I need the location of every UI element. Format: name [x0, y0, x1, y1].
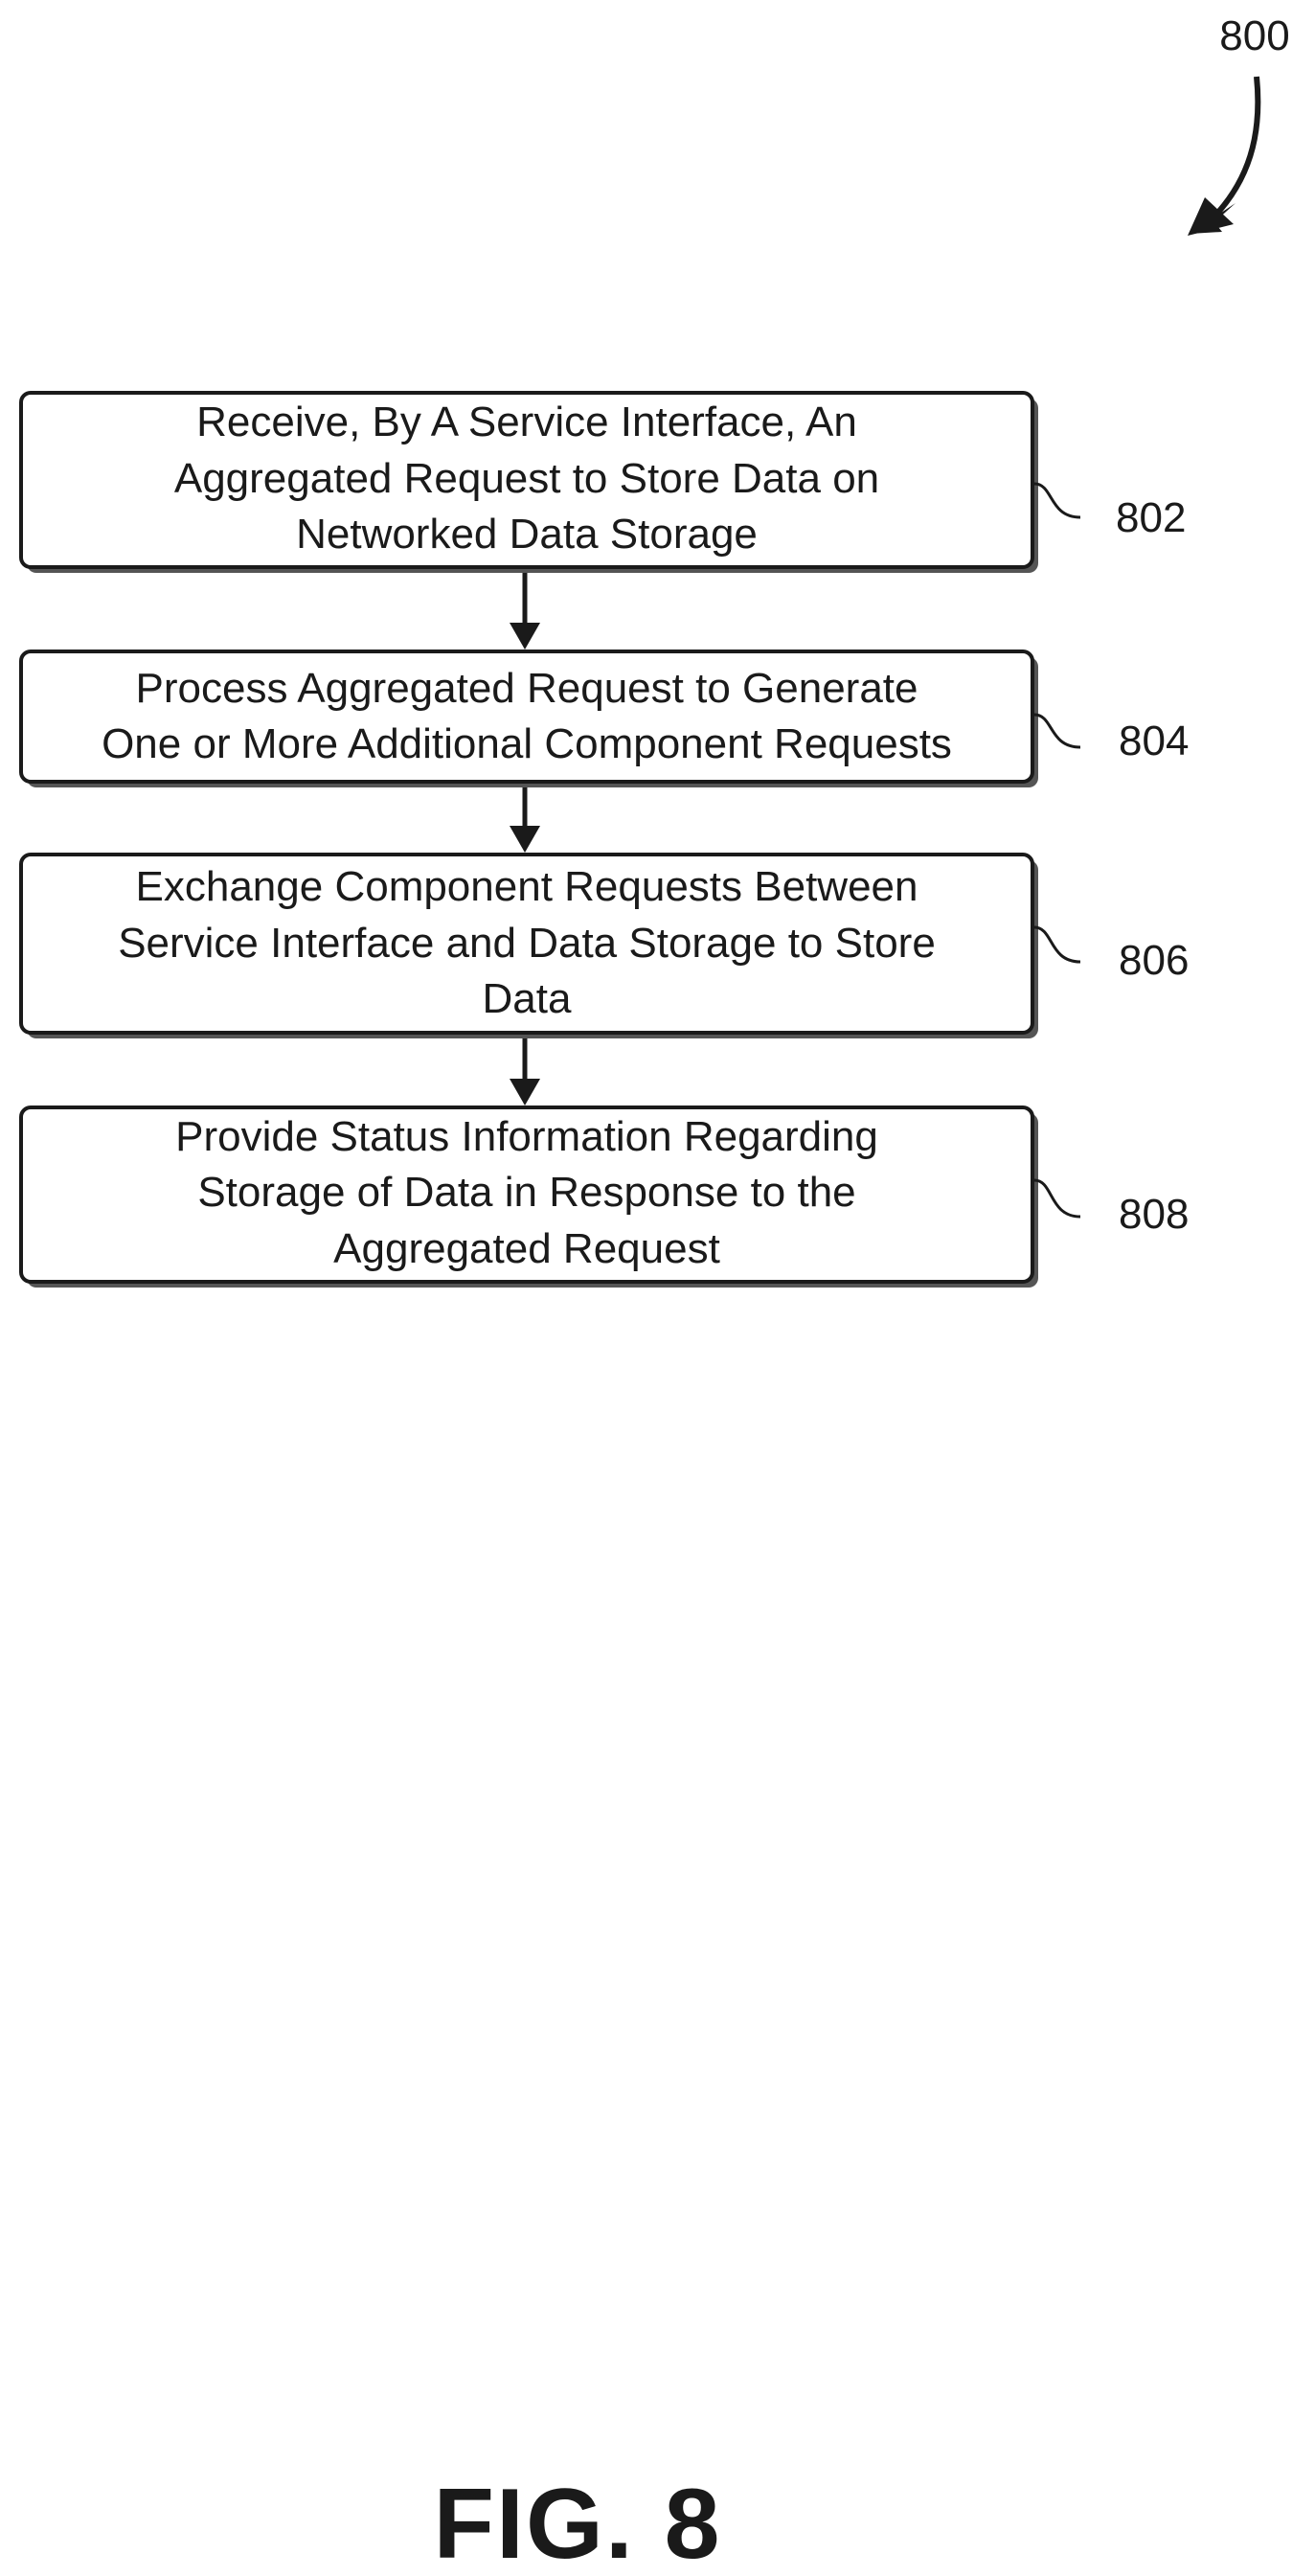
step-text-line: One or More Additional Component Request… [102, 720, 952, 767]
step-ref-number: 808 [1119, 1191, 1189, 1238]
step-text-line: Provide Status Information Regarding [175, 1113, 878, 1160]
step-ref-leader [1034, 715, 1080, 747]
step-804: Process Aggregated Request to Generate O… [21, 651, 1189, 787]
step-text-line: Service Interface and Data Storage to St… [118, 920, 936, 967]
connector-arrowhead [510, 826, 540, 853]
step-text-line: Networked Data Storage [296, 511, 758, 558]
step-text-line: Process Aggregated Request to Generate [136, 665, 918, 712]
step-808: Provide Status Information Regarding Sto… [21, 1107, 1189, 1288]
step-ref-leader [1034, 927, 1080, 962]
connector-arrowhead [510, 1079, 540, 1106]
step-ref-leader [1034, 484, 1080, 517]
step-text-line: Storage of Data in Response to the [197, 1169, 855, 1216]
step-text-line: Receive, By A Service Interface, An [196, 399, 857, 445]
step-text-line: Exchange Component Requests Between [136, 863, 918, 910]
figure-caption: FIG. 8 [434, 2469, 722, 2576]
step-ref-leader [1034, 1180, 1080, 1217]
figure-ref-arrow [1209, 77, 1258, 222]
step-ref-number: 806 [1119, 937, 1189, 984]
step-ref-number: 802 [1116, 494, 1186, 541]
step-806: Exchange Component Requests Between Serv… [21, 855, 1189, 1038]
step-text-line: Aggregated Request to Store Data on [174, 455, 879, 502]
figure-ref-number: 800 [1219, 12, 1289, 59]
step-802: Receive, By A Service Interface, An Aggr… [21, 393, 1186, 573]
step-text-line: Data [483, 975, 572, 1022]
connector-arrowhead [510, 623, 540, 650]
step-ref-number: 804 [1119, 718, 1189, 764]
step-text-line: Aggregated Request [333, 1225, 720, 1272]
